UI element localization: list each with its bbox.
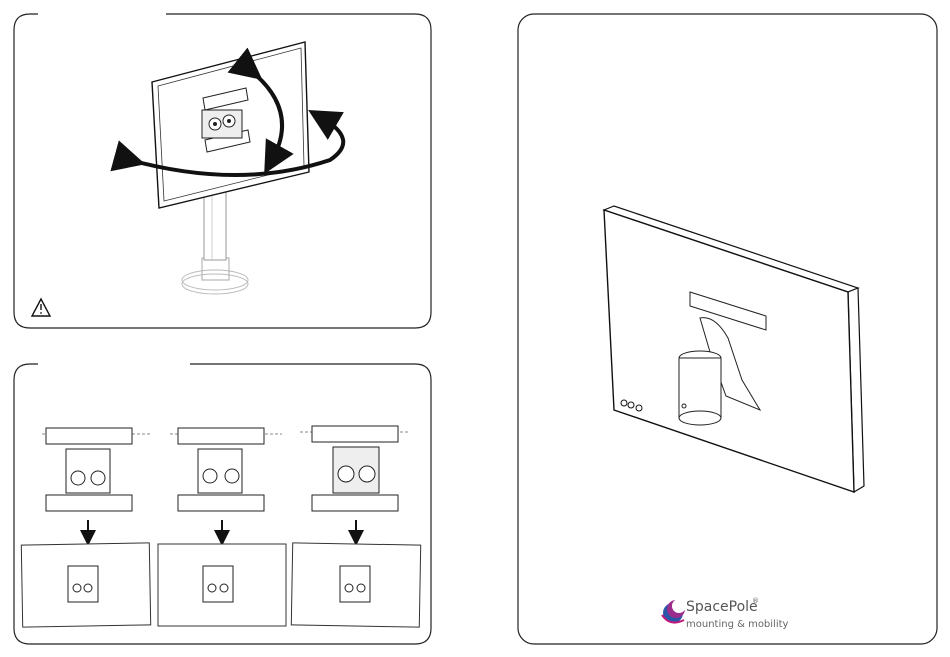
- registered-mark: ®: [752, 597, 759, 605]
- monitor-back: [152, 42, 309, 208]
- panel-mounting-steps: [14, 364, 431, 644]
- monitor-mounted: [604, 206, 864, 492]
- stand-base: [182, 258, 248, 294]
- step-2: [158, 428, 286, 626]
- warning-triangle-icon: [32, 299, 50, 316]
- panel-rotation: [14, 14, 431, 328]
- panel-mounted-monitor: SpacePole ® mounting & mobility: [518, 14, 937, 644]
- step-1: [21, 428, 150, 627]
- spacepole-logo: SpacePole ® mounting & mobility: [662, 597, 789, 630]
- brand-tagline: mounting & mobility: [686, 619, 789, 630]
- step-3: [291, 426, 420, 627]
- brand-name: SpacePole: [686, 599, 758, 615]
